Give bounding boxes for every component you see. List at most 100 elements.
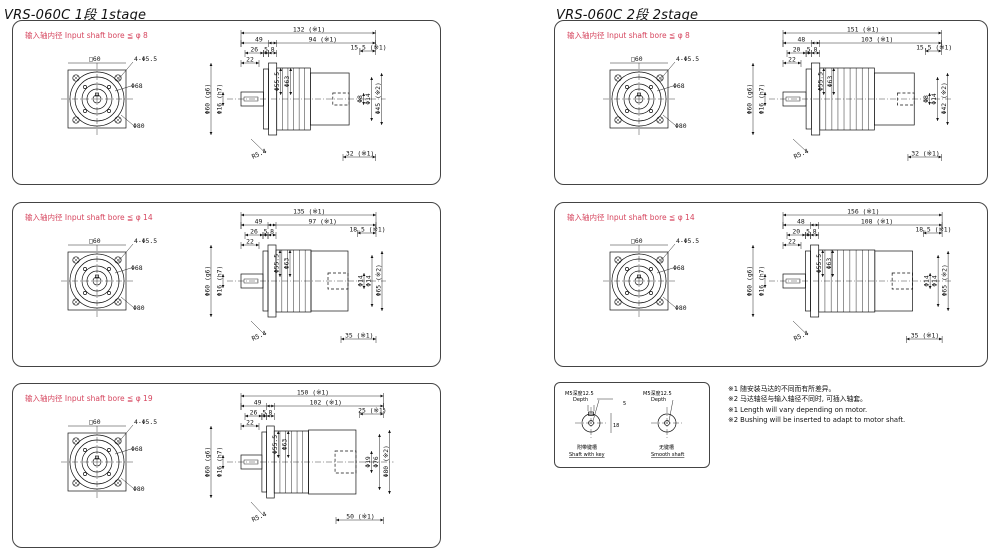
dim-v3: Φ55.5 — [271, 435, 279, 454]
dim-shaft: 22 — [246, 238, 254, 246]
screw-hole — [83, 448, 87, 452]
housing-circle — [623, 265, 655, 297]
dim-square: □60 — [631, 55, 643, 63]
mount-hole — [72, 256, 80, 264]
motor-bore — [334, 450, 357, 474]
bore-label: 输入轴内径 Input shaft bore ≦ φ 8 — [25, 31, 148, 40]
dim-shaft-flange: 48 — [797, 218, 805, 226]
mount-hole — [114, 116, 122, 124]
dim-v3: Φ55.5 — [816, 72, 824, 91]
note-2-en: ※2 Bushing will be inserted to adapt to … — [728, 416, 906, 425]
dim-pilot: 5 — [264, 46, 268, 54]
mount-hole — [614, 298, 622, 306]
mount-hole — [114, 479, 122, 487]
dim-v6: Φ14 — [364, 93, 372, 105]
notes: ※1 随安装马达的不同而有所差异。 ※2 马达轴径与输入轴径不同时, 可插入轴套… — [728, 384, 905, 426]
dim-a: 5 — [623, 401, 626, 407]
dim-v6: Φ14 — [365, 275, 373, 287]
dim-shaft: 22 — [788, 238, 796, 246]
dim-v3: Φ55.5 — [273, 72, 281, 91]
flange-square — [609, 69, 669, 129]
note-1-cn: ※1 随安装马达的不同而有所差异。 — [728, 385, 836, 393]
dim-v2: Φ16 (h7) — [216, 84, 224, 115]
mount-hole — [72, 479, 80, 487]
dim-body: 102 (※1) — [310, 399, 342, 407]
flange-square — [67, 251, 127, 311]
screw-hole — [107, 448, 111, 452]
mount-hole — [614, 74, 622, 82]
dim-bottom: 50 (※1) — [346, 513, 374, 521]
dim-holes: 4-Φ5.5 — [676, 55, 699, 63]
dim-bottom: 32 (※1) — [911, 150, 939, 158]
dim-pcd: Φ68 — [131, 82, 143, 90]
bore-circle — [92, 457, 102, 467]
shaft-key — [243, 278, 259, 284]
dim-key: 25 (※1) — [358, 407, 386, 415]
shaft-key — [785, 278, 801, 284]
dim-v2: Φ16 (h7) — [216, 447, 224, 478]
dim-v1: Φ60 (g6) — [746, 84, 754, 115]
dim-v7: Φ65 (※2) — [375, 264, 383, 296]
screw-hole — [625, 291, 629, 295]
label-right: M5深度12.5 — [643, 390, 672, 397]
dim-v1: Φ60 (g6) — [204, 447, 212, 478]
dim-v6: Φ14 — [931, 275, 939, 287]
mount-hole — [72, 116, 80, 124]
dim-bottom: 32 (※1) — [346, 150, 374, 158]
screw-hole — [107, 267, 111, 271]
caption-left: 附带键槽 — [577, 444, 597, 451]
dim-v2: Φ16 (h7) — [758, 266, 766, 297]
caption-right: 无键槽 — [659, 444, 674, 451]
screw-hole — [649, 85, 653, 89]
screw-hole — [83, 267, 87, 271]
dim-v5: Φ14 — [357, 275, 365, 287]
screw-hole — [107, 85, 111, 89]
bore-label: 输入轴内径 Input shaft bore ≦ φ 8 — [567, 31, 690, 40]
dim-v6: Φ76 — [372, 456, 380, 468]
dim-holes: 4-Φ5.5 — [134, 237, 157, 245]
mount-hole — [656, 298, 664, 306]
shaft-detail-drawing: 5 18 M5深度12.5 Depth 附带键槽 Shaft with key … — [565, 390, 684, 458]
dim-pcd: Φ68 — [673, 82, 685, 90]
bore-label: 输入轴内径 Input shaft bore ≦ φ 14 — [25, 213, 153, 222]
dim-body: 97 (※1) — [309, 218, 337, 226]
dim-v4: Φ63 — [281, 439, 289, 451]
dim-shaft-flange: 49 — [254, 399, 262, 407]
dim-pilot: Φ80 — [133, 485, 145, 493]
dim-shaft-pilot: 26 — [250, 409, 258, 417]
dim-bottom: 35 (※1) — [911, 332, 939, 340]
dim-shaft-pilot: 20 — [792, 228, 800, 236]
dim-bottom: 35 (※1) — [345, 332, 373, 340]
dim-pcd: Φ68 — [673, 264, 685, 272]
dim-v4: Φ63 — [825, 258, 833, 270]
housing-circle — [81, 265, 113, 297]
dim-flange: 8 — [271, 46, 275, 54]
label-left-sub: Depth — [573, 397, 588, 403]
screw-hole — [649, 267, 653, 271]
dim-holes: 4-Φ5.5 — [134, 55, 157, 63]
shaft-key — [243, 459, 259, 465]
label-right-sub: Depth — [651, 397, 666, 403]
dim-pilot: Φ80 — [675, 304, 687, 312]
bore-label: 输入轴内径 Input shaft bore ≦ φ 19 — [25, 394, 153, 403]
mount-hole — [114, 256, 122, 264]
dim-slant: R5.4 — [250, 329, 267, 343]
flange-square — [67, 69, 127, 129]
dim-slant: R5.4 — [250, 510, 267, 524]
dim-v4: Φ63 — [283, 76, 291, 88]
dim-key: 15.5 (※1) — [916, 44, 952, 52]
dim-square: □60 — [89, 418, 101, 426]
dim-v5: Φ14 — [923, 275, 931, 287]
dim-flange: 8 — [270, 228, 274, 236]
dim-shaft-flange: 48 — [798, 36, 806, 44]
dim-shaft-pilot: 26 — [250, 46, 258, 54]
bore-circle — [634, 276, 644, 286]
dim-slant: R5.4 — [792, 147, 809, 161]
motor-bore — [327, 272, 349, 290]
